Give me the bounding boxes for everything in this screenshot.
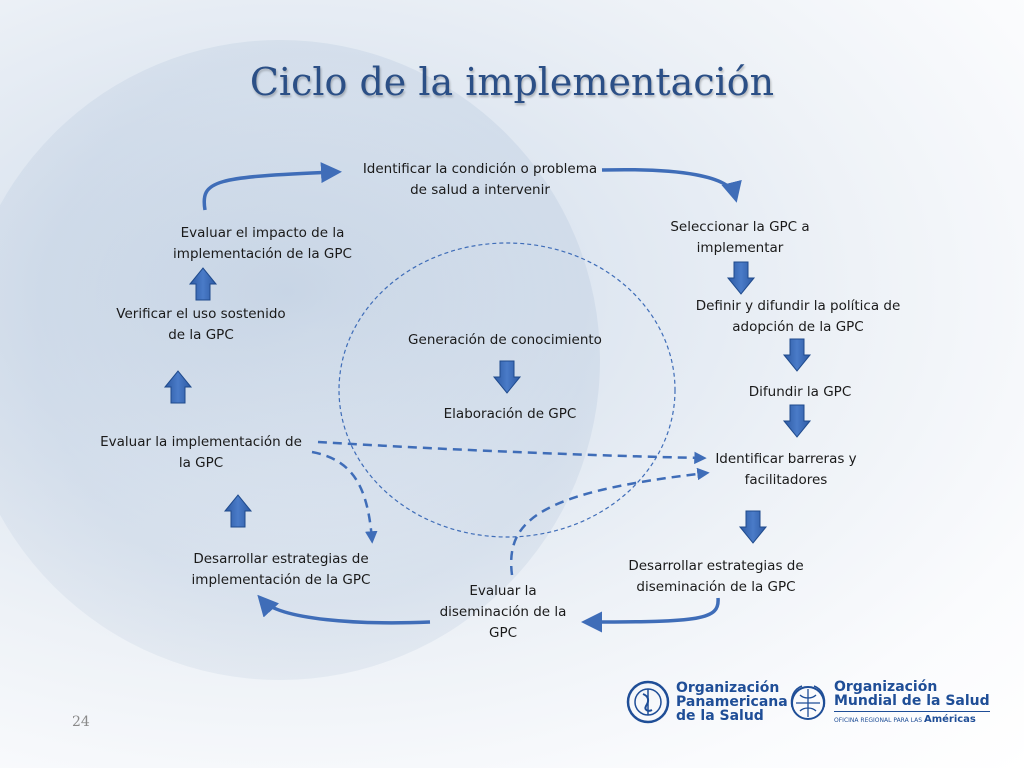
block-arrow-down-3 <box>782 404 812 438</box>
oms-logo: Organización Mundial de la Salud OFICINA… <box>788 680 990 725</box>
block-arrow-down-1 <box>726 261 756 295</box>
ops-line-3: de la Salud <box>676 708 764 724</box>
arrow-condicion-to-seleccionar <box>601 167 742 203</box>
background-globe <box>0 40 600 680</box>
node-generacion-conocimiento: Generación de conocimiento <box>408 332 602 348</box>
node-seleccionar-gpc: Seleccionar la GPC a implementar <box>670 219 810 256</box>
node-elaboracion-gpc: Elaboración de GPC <box>443 406 577 422</box>
dashed-arrow-eval-disem-to-barreras <box>509 467 710 576</box>
node-difundir-gpc: Difundir la GPC <box>748 384 852 400</box>
node-identificar-condicion: Identificar la condición o problema de s… <box>362 161 598 198</box>
node-estrategias-diseminacion: Desarrollar estrategias de diseminación … <box>628 558 804 595</box>
block-arrow-up-3 <box>188 267 218 301</box>
page-number: 24 <box>72 714 90 730</box>
page-title: Ciclo de la implementación <box>249 60 775 104</box>
arrow-impacto-to-condicion <box>202 162 342 211</box>
oms-sub-prefix: OFICINA REGIONAL PARA LAS <box>834 717 923 724</box>
block-arrow-up-1 <box>223 494 253 528</box>
arrow-evaluar-to-implementacion <box>257 594 431 625</box>
node-estrategias-implementacion: Desarrollar estrategias de implementació… <box>191 551 371 588</box>
node-definir-politica: Definir y difundir la política de adopci… <box>695 298 901 335</box>
block-arrow-down-center <box>492 360 522 394</box>
ops-emblem-icon <box>626 680 670 724</box>
block-arrow-down-2 <box>782 338 812 372</box>
node-evaluar-diseminacion: Evaluar la diseminación de la GPC <box>439 583 567 641</box>
dashed-arrow-eval-impl-to-barreras <box>317 440 707 465</box>
arrow-diseminacion-to-evaluar <box>581 597 720 633</box>
node-identificar-barreras: Identificar barreras y facilitadores <box>715 451 857 488</box>
ops-logo: Organización Panamericana de la Salud <box>626 680 788 724</box>
block-arrow-down-4 <box>738 510 768 544</box>
who-emblem-icon <box>790 684 826 720</box>
oms-regional-office: OFICINA REGIONAL PARA LAS Américas <box>834 714 990 725</box>
ops-line-1: Organización <box>676 680 780 696</box>
oms-sub-region: Américas <box>923 714 976 725</box>
node-evaluar-impacto: Evaluar el impacto de la implementación … <box>173 225 352 262</box>
block-arrow-up-2 <box>163 370 193 404</box>
node-evaluar-implementacion: Evaluar la implementación de la GPC <box>100 434 302 471</box>
knowledge-circle <box>338 242 676 538</box>
oms-line-2: Mundial de la Salud <box>834 693 990 709</box>
oms-line-1: Organización <box>834 679 938 695</box>
ops-line-2: Panamericana <box>676 694 788 710</box>
node-verificar-uso: Verificar el uso sostenido de la GPC <box>116 306 286 343</box>
